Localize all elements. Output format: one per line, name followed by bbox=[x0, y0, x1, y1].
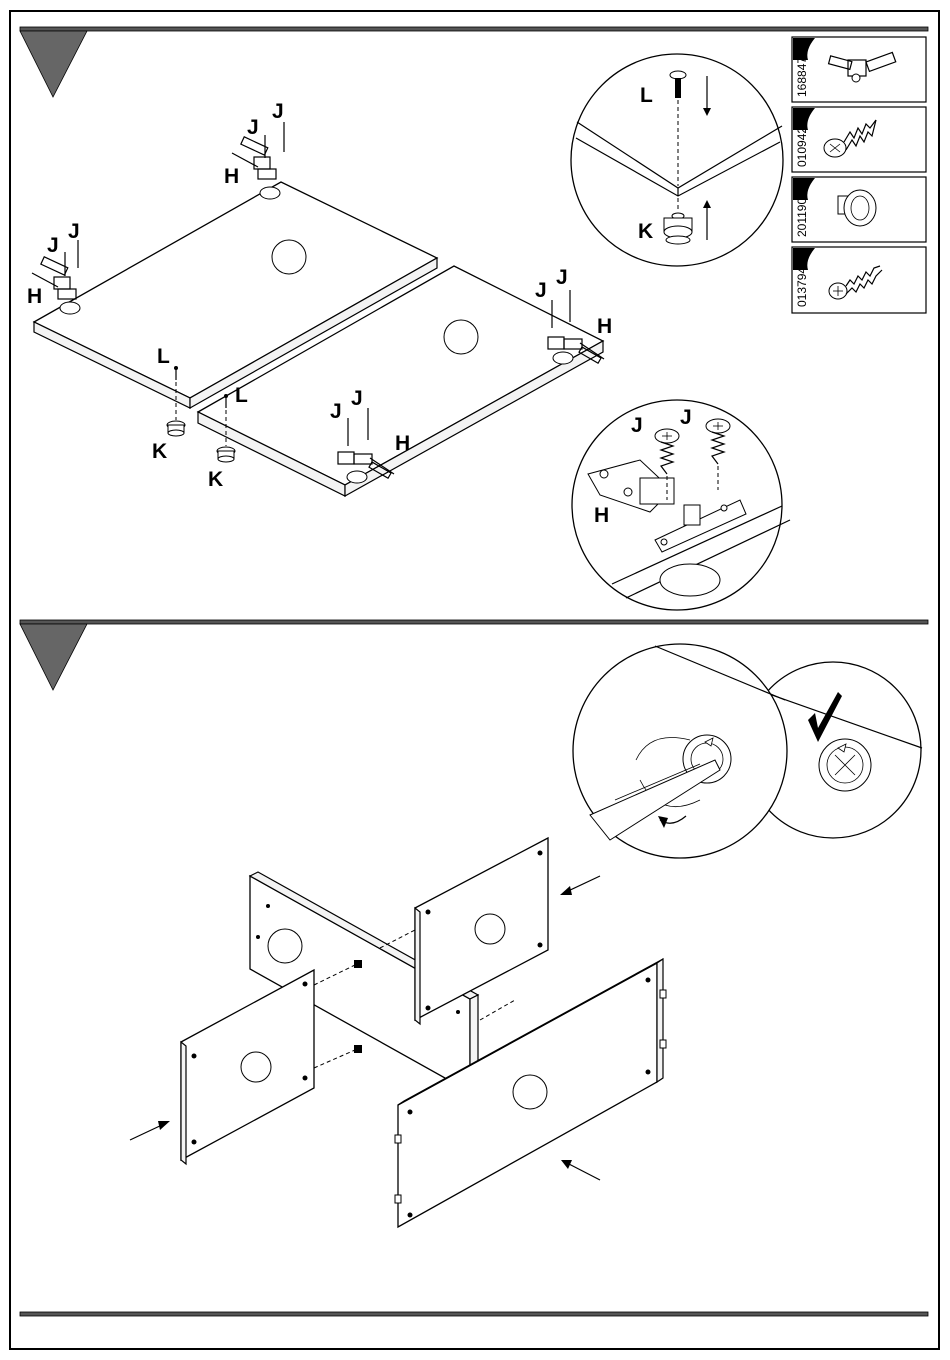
step-1-header-bar bbox=[20, 27, 928, 31]
arrow-icon bbox=[561, 1160, 600, 1180]
step-1: J J H J J H J J H J J H L K L K bbox=[20, 27, 928, 610]
step-1-triangle-marker bbox=[20, 31, 87, 97]
parts-list: 168847 010942 bbox=[792, 37, 926, 313]
step-2 bbox=[20, 620, 928, 1227]
part-box-hinge: 168847 bbox=[792, 37, 926, 102]
arrow-icon bbox=[560, 876, 600, 895]
label-k: K bbox=[208, 468, 223, 491]
part-box-foot: 201190 bbox=[792, 177, 926, 242]
label-l: L bbox=[640, 84, 653, 107]
label-j: J bbox=[68, 220, 80, 243]
hinge-cup-hole bbox=[347, 471, 367, 483]
label-j: J bbox=[272, 100, 284, 123]
label-h: H bbox=[597, 315, 612, 338]
label-j: J bbox=[330, 400, 342, 423]
label-l: L bbox=[235, 384, 248, 407]
label-j: J bbox=[351, 387, 363, 410]
label-j: J bbox=[247, 116, 259, 139]
part-code: 168847 bbox=[795, 57, 809, 97]
arrow-icon bbox=[130, 1121, 170, 1140]
label-j: J bbox=[680, 406, 692, 429]
part-box-wood-screw: 010942 bbox=[792, 107, 926, 172]
label-h: H bbox=[395, 432, 410, 455]
hinge-cup-hole bbox=[553, 352, 573, 364]
part-box-machine-screw: 013794 bbox=[792, 247, 926, 313]
step-2-triangle-marker bbox=[20, 624, 87, 690]
label-k: K bbox=[638, 220, 653, 243]
label-j: J bbox=[631, 414, 643, 437]
step-2-header-bar bbox=[20, 620, 928, 624]
label-h: H bbox=[27, 285, 42, 308]
label-k: K bbox=[152, 440, 167, 463]
part-code: 201190 bbox=[795, 198, 809, 237]
handle-hole bbox=[444, 320, 478, 354]
detail-circle-hinge: J J H bbox=[572, 400, 790, 610]
handle-hole bbox=[272, 240, 306, 274]
detail-circle-cam-lock bbox=[573, 644, 787, 858]
detail-circle-foot: L K bbox=[571, 54, 783, 266]
label-h: H bbox=[594, 504, 609, 527]
label-j: J bbox=[535, 279, 547, 302]
label-h: H bbox=[224, 165, 239, 188]
label-l: L bbox=[157, 345, 170, 368]
label-j: J bbox=[47, 234, 59, 257]
hinge-cup-hole bbox=[60, 302, 80, 314]
hinge-cup-hole bbox=[260, 187, 280, 199]
footer-bar bbox=[20, 1312, 928, 1316]
label-j: J bbox=[556, 266, 568, 289]
part-code: 013794 bbox=[795, 267, 809, 307]
part-code: 010942 bbox=[795, 127, 809, 167]
